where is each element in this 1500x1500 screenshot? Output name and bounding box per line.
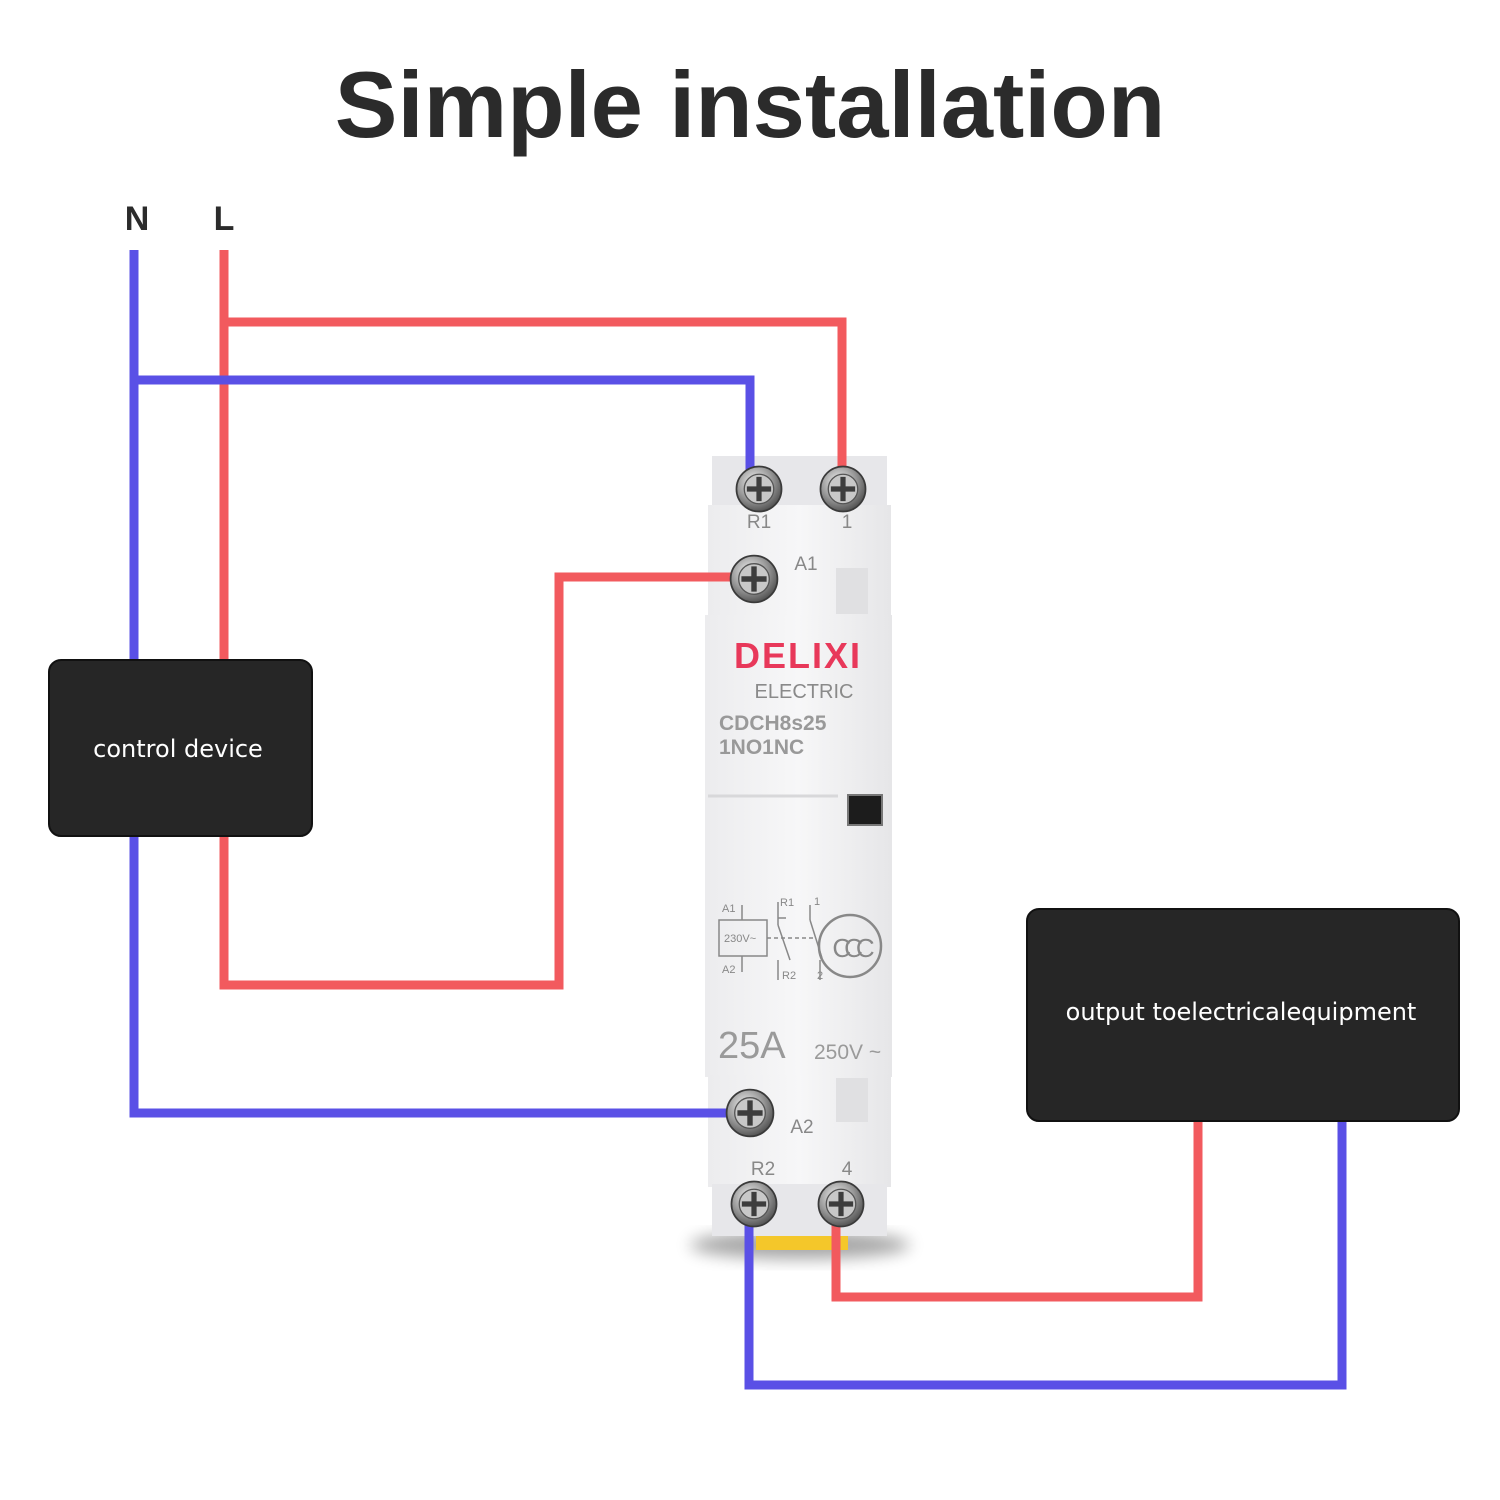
output-device: output toelectricalequipment bbox=[1026, 908, 1460, 1122]
din-rail-clip bbox=[756, 1236, 848, 1250]
terminal-label-4: 4 bbox=[842, 1159, 853, 1180]
terminal-screw-r1 bbox=[735, 465, 783, 513]
rating-voltage: 250V ~ bbox=[814, 1041, 881, 1064]
model-number: CDCH8s25 bbox=[719, 712, 827, 735]
output-device-box bbox=[1026, 908, 1460, 1122]
control-device-label: control device bbox=[93, 735, 263, 763]
schematic-label-r2: R2 bbox=[782, 970, 796, 982]
schematic-label-a2: A2 bbox=[722, 964, 735, 976]
line-wires bbox=[219, 250, 1203, 1302]
line-label: L bbox=[214, 200, 235, 238]
brand-logo: DELIXI bbox=[734, 635, 862, 676]
contactor-upper-slot bbox=[836, 568, 868, 614]
brand-subtitle: ELECTRIC bbox=[755, 681, 854, 703]
terminal-screw-1 bbox=[819, 465, 867, 513]
wire-control-to-a2 bbox=[129, 836, 745, 1118]
schematic-label-2: 2 bbox=[817, 970, 823, 982]
rating-current: 25A bbox=[718, 1025, 786, 1067]
schematic-coil-voltage: 230V~ bbox=[724, 933, 756, 945]
terminal-screw-a2 bbox=[725, 1088, 775, 1138]
contactor-schematic bbox=[718, 902, 883, 980]
control-device: control device bbox=[48, 659, 313, 837]
wire-terminal-4-to-output bbox=[831, 1122, 1203, 1302]
terminal-screw-a1 bbox=[729, 554, 779, 604]
neutral-wires bbox=[129, 250, 1347, 1390]
terminal-label-r2: R2 bbox=[751, 1159, 775, 1180]
terminal-label-a1: A1 bbox=[794, 554, 817, 575]
schematic-label-1: 1 bbox=[814, 896, 820, 908]
contactor-lower-slot bbox=[836, 1078, 868, 1122]
wire-n-to-terminal-r1 bbox=[134, 375, 755, 480]
contactor-main-body bbox=[705, 615, 892, 1077]
terminal-screw-4 bbox=[817, 1180, 865, 1228]
page-title: Simple installation bbox=[335, 52, 1166, 157]
terminal-label-a2: A2 bbox=[790, 1117, 813, 1138]
schematic-label-r1: R1 bbox=[780, 897, 794, 909]
contact-configuration: 1NO1NC bbox=[719, 736, 804, 759]
neutral-label: N bbox=[125, 200, 150, 238]
terminal-screw-r2 bbox=[730, 1180, 778, 1228]
terminal-label-r1: R1 bbox=[747, 512, 771, 533]
indicator-window bbox=[847, 794, 883, 826]
wire-control-to-a1 bbox=[219, 572, 743, 990]
terminal-label-1: 1 bbox=[842, 512, 853, 533]
ccc-mark: CCC bbox=[832, 933, 874, 963]
output-device-label: output toelectricalequipment bbox=[1066, 998, 1417, 1026]
wire-terminal-r2-to-output bbox=[744, 1122, 1347, 1390]
control-device-box bbox=[48, 659, 313, 837]
schematic-label-a1: A1 bbox=[722, 903, 735, 915]
